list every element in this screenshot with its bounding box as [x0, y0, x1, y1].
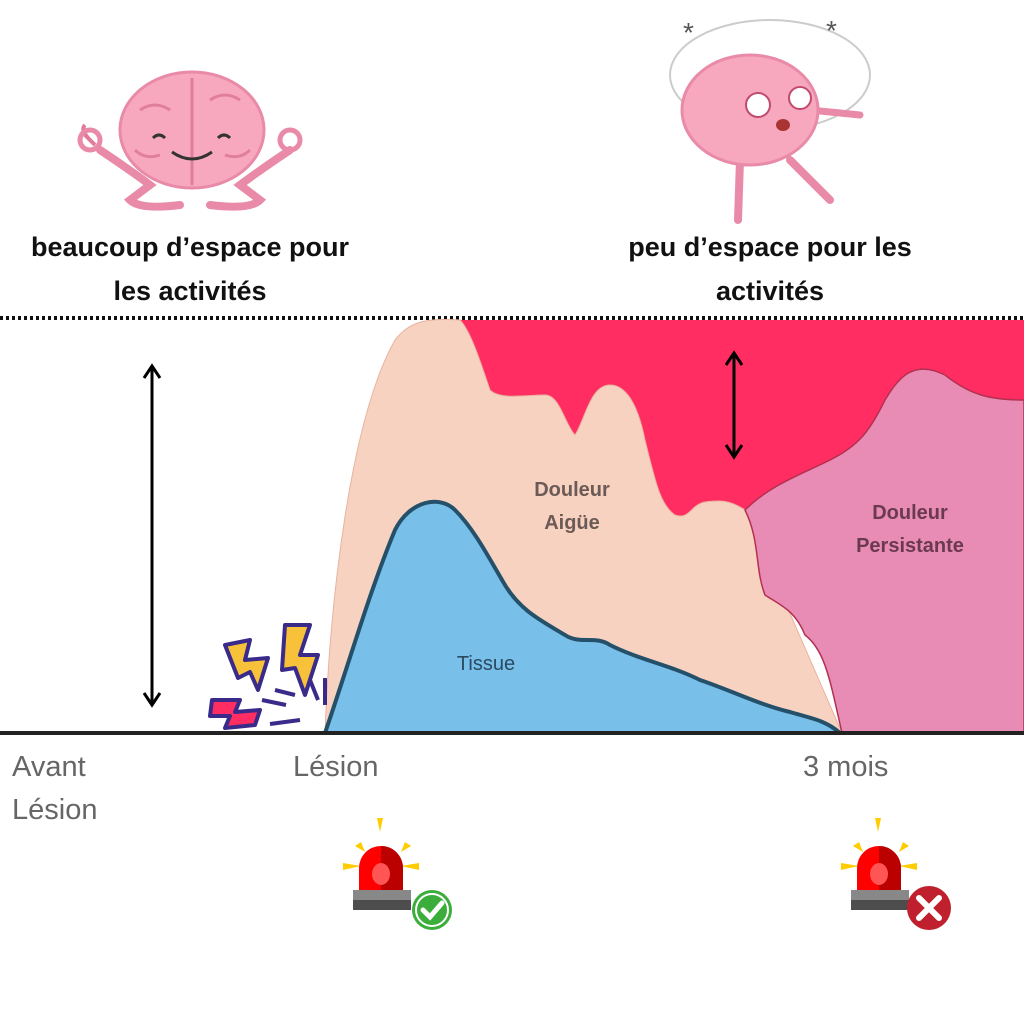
star-icon: * — [826, 15, 837, 46]
three-months-label: 3 mois — [803, 751, 889, 783]
double-arrow-icon — [724, 350, 744, 460]
tissue-area — [322, 499, 846, 735]
siren-cross-icon — [841, 818, 951, 930]
persistent-pain-label: Persistante — [856, 535, 964, 557]
injury-label: Lésion — [293, 751, 379, 783]
left-caption: beaucoup d’espace pour les activités — [30, 232, 350, 306]
acute-pain-label: Aigüe — [544, 512, 600, 534]
calm-brain-icon — [77, 70, 303, 211]
tissue-label: Tissue — [457, 653, 515, 675]
acute-pain-label: Douleur — [534, 479, 610, 501]
double-arrow-icon — [142, 363, 162, 708]
persistent-pain-area — [744, 368, 1024, 734]
before-injury-label: Avant Lésion — [12, 751, 98, 826]
lightning-icon — [208, 623, 327, 730]
dizzy-brain-icon: * * — [669, 15, 871, 224]
star-icon: * — [683, 17, 694, 48]
siren-check-icon — [343, 818, 452, 930]
activity-space-area — [460, 320, 1024, 517]
right-caption: peu d’espace pour les activités — [628, 232, 912, 306]
persistent-pain-label: Douleur — [872, 502, 948, 524]
